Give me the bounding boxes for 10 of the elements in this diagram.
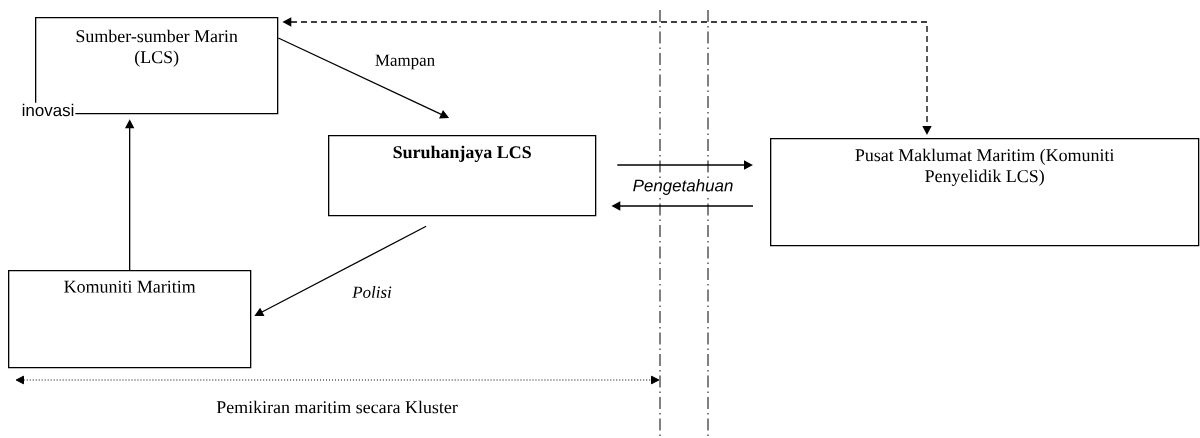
dimension-label: Pemikiran maritim secara Kluster [216, 400, 458, 414]
edge-label: Polisi [351, 285, 393, 299]
edge-label: Mampan [373, 53, 437, 71]
process-box: Pusat Maklumat Maritim (Komuniti Penyelidik LCS) [770, 138, 1200, 247]
edge-label: Pengetahuan [631, 178, 735, 196]
arrow [616, 160, 753, 170]
edge-label: inovasi [20, 102, 76, 118]
arrow [254, 225, 427, 316]
process-box: Komuniti Maritim [8, 270, 252, 369]
process-box: Suruhanjaya LCS [328, 135, 597, 217]
